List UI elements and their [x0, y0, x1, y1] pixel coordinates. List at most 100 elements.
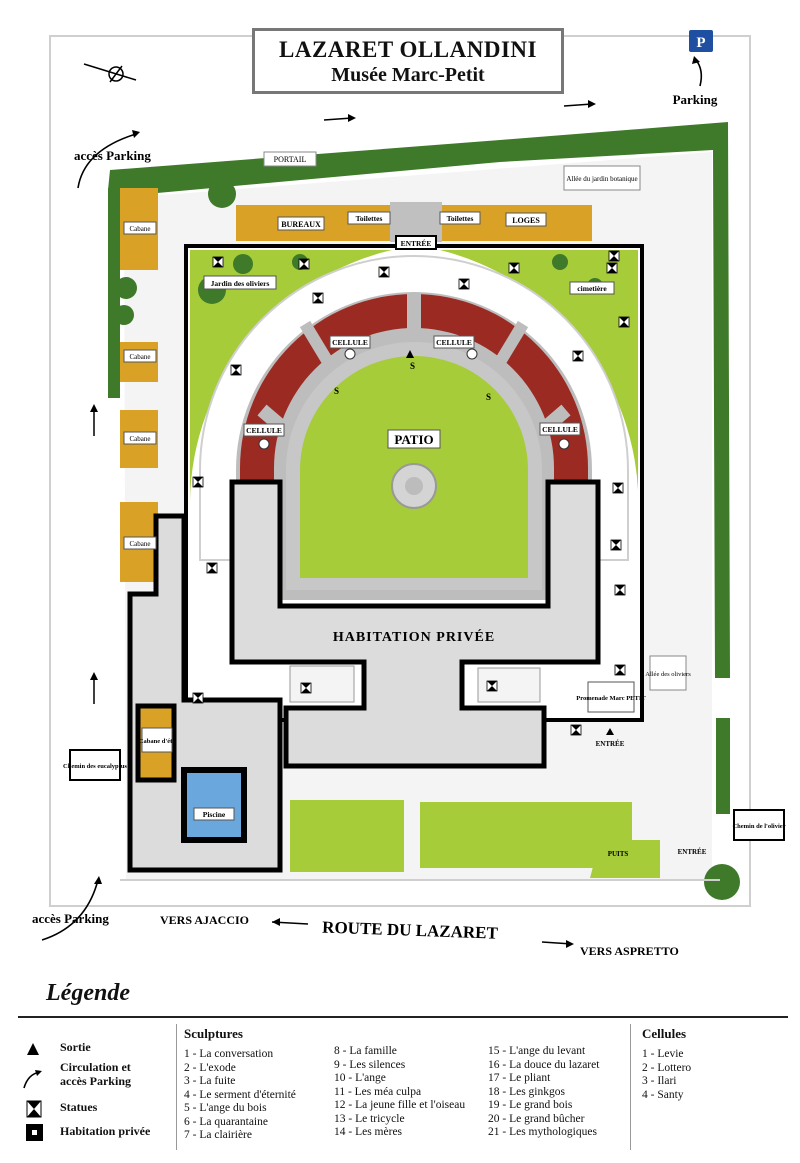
cellule-1-number — [258, 438, 270, 450]
statue-icon — [230, 364, 242, 376]
label-promenade: Promenade Marc PETIT — [576, 695, 646, 702]
label-patio: PATIO — [394, 432, 433, 447]
label-box — [69, 749, 121, 781]
sculpture-item-1: 8 - La famille — [334, 1045, 397, 1057]
tree — [233, 254, 253, 274]
statue-icon — [300, 682, 312, 694]
arrow-right-icon — [563, 103, 593, 107]
label-route: ROUTE DU LAZARET — [322, 918, 499, 943]
arrow-head — [94, 876, 102, 884]
legend-cellules-title: Cellules — [642, 1026, 687, 1041]
legend-circulation-label: Circulation et accès Parking — [60, 1060, 131, 1088]
label-box — [203, 275, 277, 290]
sortie-triangle-icon — [406, 350, 414, 358]
statue-icon — [192, 692, 204, 704]
sculpture-item-1: 15 - L'ange du levant — [488, 1045, 586, 1057]
statue-icon — [606, 262, 618, 274]
statue-icon — [612, 482, 624, 494]
label-box — [123, 221, 157, 235]
label-portail: PORTAIL — [274, 155, 307, 164]
sculpture-item-4: 4 - Le serment d'éternité — [184, 1088, 296, 1101]
label-box — [243, 423, 285, 437]
sculpture-item-7: 14 - Les mères — [334, 1126, 403, 1138]
label-entree-south: ENTRÉE — [678, 848, 707, 856]
tree — [552, 254, 568, 270]
legend-statues-label: Statues — [60, 1100, 98, 1114]
hedge-west — [108, 188, 120, 398]
parking-sign-letter: P — [696, 35, 705, 51]
circulation-arrow-icon — [695, 59, 703, 87]
label-cabane-2: Cabane — [130, 353, 151, 361]
cellule-item-4: 4 - Santy — [642, 1088, 684, 1101]
cellule-item-3: 3 - Ilari — [642, 1075, 677, 1087]
sculpture-item-5: 12 - La jeune fille et l'oiseau — [334, 1099, 466, 1111]
arrow-head — [566, 940, 574, 948]
label-vers-ajaccio: VERS AJACCIO — [160, 913, 249, 927]
label-box — [347, 211, 391, 225]
statue-icon — [618, 316, 630, 328]
sortie-triangle-icon — [606, 728, 614, 735]
statues — [192, 250, 630, 736]
label-box — [387, 429, 441, 449]
label-vers-aspretto: VERS ASPRETTO — [580, 944, 679, 958]
fountain-center — [405, 477, 423, 495]
label-cellule-4: CELLULE — [542, 425, 578, 434]
hedge-east-lower — [716, 718, 730, 814]
sculpture-item-3: 3 - La fuite — [184, 1075, 236, 1087]
label-box — [539, 422, 581, 436]
label-habitation: HABITATION PRIVÉE — [333, 628, 495, 645]
sculpture-item-6: 6 - La quarantaine — [184, 1115, 268, 1128]
cellule-3-number — [466, 348, 478, 360]
label-box — [193, 807, 235, 821]
label-piscine: Piscine — [203, 810, 226, 819]
sortie-mark: S — [334, 386, 339, 396]
sculpture-item-3: 17 - Le pliant — [488, 1072, 551, 1084]
cells-ring — [240, 294, 588, 480]
label-toilettes-2: Toilettes — [447, 214, 474, 223]
sculpture-item-4: 11 - Les méa culpa — [334, 1085, 422, 1098]
corridor — [299, 320, 340, 376]
statue-icon — [26, 1100, 42, 1118]
legend: Sortie Circulation et accès Parking Stat… — [18, 1016, 788, 1156]
label-allee-oliviers: Allée des oliviers — [645, 671, 691, 678]
arrow-right-icon — [323, 117, 353, 121]
arrow-head — [90, 672, 98, 680]
sculpture-item-7: 7 - La clairière — [184, 1129, 252, 1141]
compass-icon — [83, 63, 137, 83]
statue-icon — [508, 262, 520, 274]
arrow-head — [90, 404, 98, 412]
label-parking: Parking — [673, 92, 718, 107]
circulation-arrow-icon — [77, 133, 137, 189]
statue-icon — [192, 476, 204, 488]
habitation-privee — [229, 479, 601, 769]
habitation-block — [477, 667, 541, 703]
label-box — [649, 655, 687, 691]
map-title-line2: Musée Marc-Petit — [331, 64, 485, 86]
statue-icon — [378, 266, 390, 278]
tree — [704, 864, 740, 900]
label-box — [263, 151, 317, 167]
sculpture-item-2: 9 - Les silences — [334, 1058, 406, 1071]
label-cimetiere: cimetière — [577, 284, 607, 293]
habitation-block — [289, 665, 355, 703]
tree — [114, 305, 134, 325]
sculpture-item-2: 2 - L'exode — [184, 1061, 236, 1074]
sortie-mark: S — [410, 361, 415, 371]
label-cabane-4: Cabane — [130, 540, 151, 548]
statue-icon — [312, 292, 324, 304]
statue-icon — [608, 250, 620, 262]
statue-icon — [206, 562, 218, 574]
label-bureaux: BUREAUX — [281, 220, 321, 229]
label-box — [277, 216, 325, 231]
circulation-arrow-icon — [41, 879, 99, 941]
label-acces-parking-bottom: accès Parking — [32, 911, 109, 926]
statue-icon — [572, 350, 584, 362]
label-cabane-ete: Cabane d'été — [139, 738, 175, 745]
parking-sign-icon — [689, 30, 713, 52]
legend-sculptures-title: Sculptures — [184, 1026, 243, 1041]
